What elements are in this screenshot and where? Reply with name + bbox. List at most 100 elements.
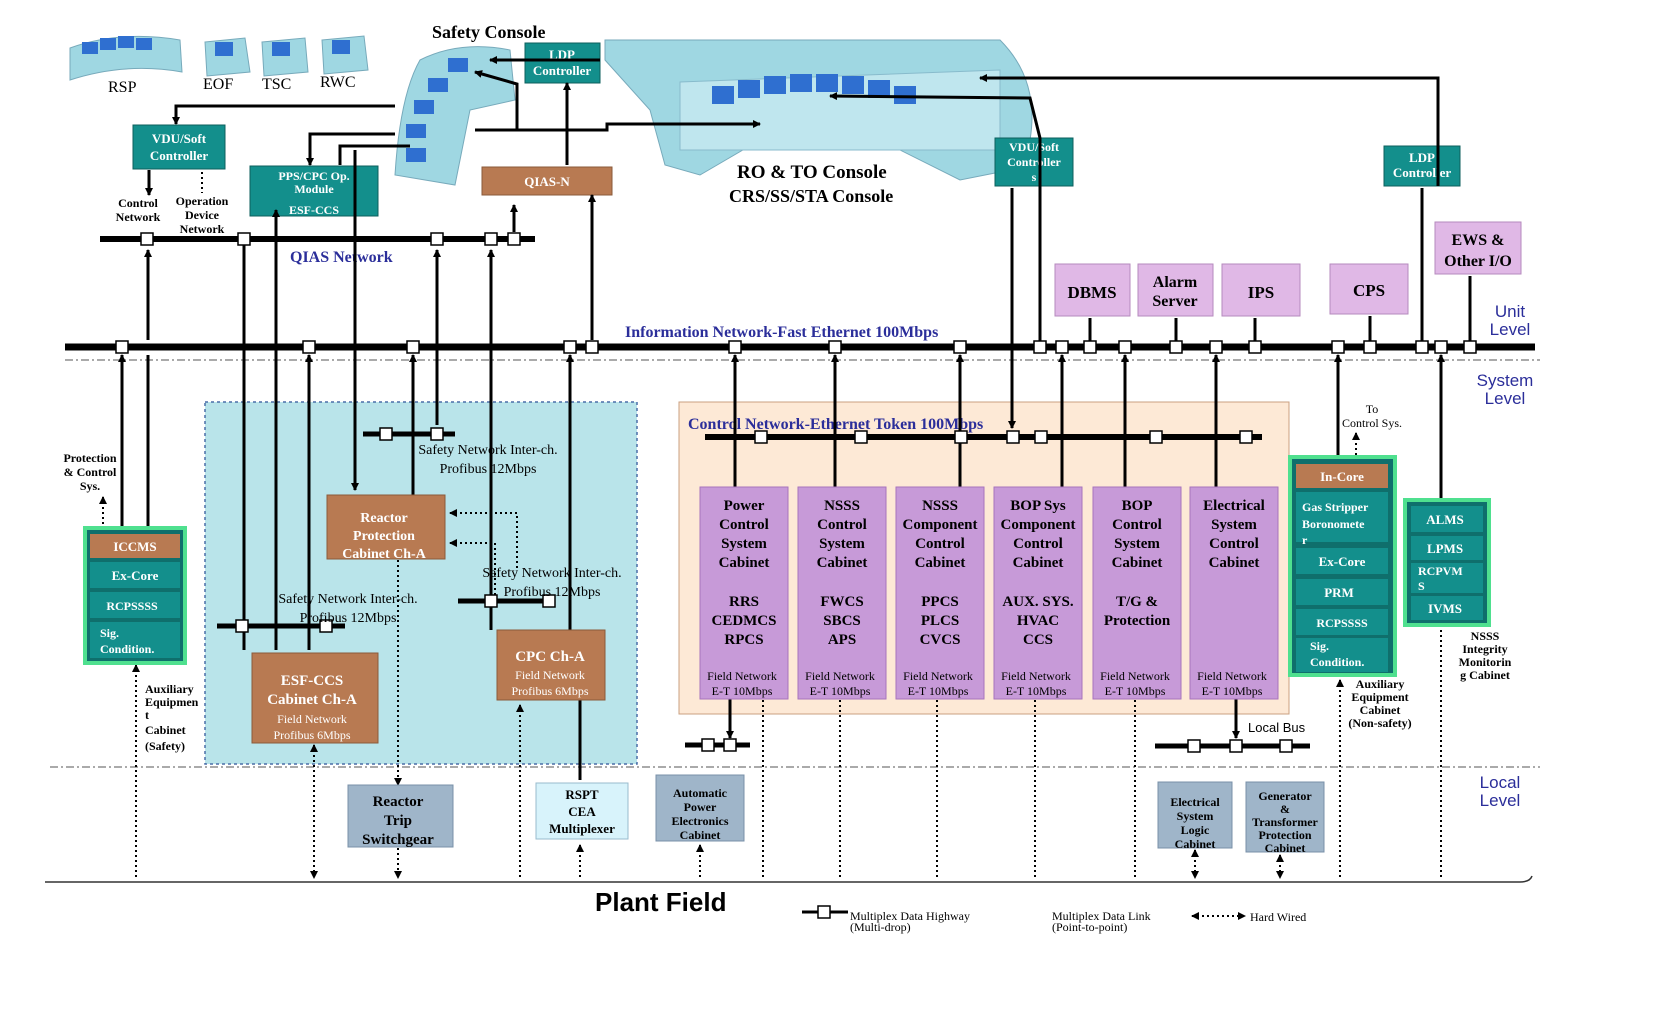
svg-text:Controller: Controller: [1393, 165, 1451, 180]
svg-text:Safety Network Inter-ch.: Safety Network Inter-ch.: [278, 592, 417, 607]
svg-text:Profibus 12Mbps: Profibus 12Mbps: [300, 611, 397, 626]
generator-transformer-protection-cabinet: Generator & Transformer Protection Cabin…: [1245, 781, 1325, 855]
control-cabinet-title: Control: [915, 536, 965, 552]
svg-text:Cabinet Ch-A: Cabinet Ch-A: [267, 692, 357, 708]
control-cabinet-title: System: [1211, 517, 1257, 533]
svg-text:To: To: [1366, 402, 1379, 416]
ldp-controller-right: LDP Controller: [1383, 145, 1461, 187]
safety-console: Safety Console: [394, 22, 546, 186]
svg-text:Controller: Controller: [150, 148, 208, 163]
svg-text:Profibus 12Mbps: Profibus 12Mbps: [440, 462, 537, 477]
eof-console: EOF: [203, 37, 251, 93]
svg-text:RCPSSSS: RCPSSSS: [1316, 616, 1368, 630]
svg-text:t: t: [145, 708, 149, 722]
svg-text:Trip: Trip: [384, 813, 412, 829]
svg-text:CPC Ch-A: CPC Ch-A: [515, 649, 585, 665]
safety-console-title: Safety Console: [432, 22, 546, 42]
alarm-server: Alarm Server: [1137, 263, 1214, 317]
control-cabinet-sub: AUX. SYS.: [1002, 594, 1074, 610]
svg-text:Cabinet: Cabinet: [145, 723, 186, 737]
control-cabinet-box: [1092, 486, 1182, 700]
right-gas-stripper-1: Gas Stripper: [1302, 500, 1369, 514]
svg-text:IVMS: IVMS: [1428, 601, 1462, 616]
svg-text:Profibus 12Mbps: Profibus 12Mbps: [504, 585, 601, 600]
svg-text:LPMS: LPMS: [1427, 541, 1463, 556]
svg-text:In-Core: In-Core: [1320, 469, 1364, 484]
svg-text:Ex-Core: Ex-Core: [112, 568, 159, 583]
dbms-server: DBMS: [1054, 263, 1131, 317]
local-level-label-2: Level: [1480, 791, 1521, 810]
svg-text:NSSS: NSSS: [1471, 629, 1500, 643]
pps-cpc-module: PPS/CPC Op. Module ESF-CCS: [249, 165, 379, 217]
control-network-label-2: Network: [116, 210, 161, 224]
control-cabinet-title: NSSS: [922, 498, 958, 514]
control-cabinet-title: Component: [902, 517, 977, 533]
field-network-label: E-T 10Mbps: [712, 684, 773, 698]
svg-text:Cabinet: Cabinet: [1265, 841, 1306, 855]
control-cabinet-title: Control: [1112, 517, 1162, 533]
svg-text:System: System: [1177, 809, 1214, 823]
plant-field-label: Plant Field: [595, 887, 726, 917]
svg-text:& Control: & Control: [64, 465, 117, 479]
svg-text:Reactor: Reactor: [373, 794, 424, 810]
svg-text:LDP: LDP: [1409, 150, 1435, 165]
plant-field-line: [45, 875, 1533, 883]
field-network-label: Field Network: [707, 669, 777, 683]
control-cabinet-title: Control: [1209, 536, 1259, 552]
control-cabinet-title: Cabinet: [1112, 555, 1163, 571]
left-sig-condition-2: Condition.: [100, 642, 154, 656]
electrical-system-logic-cabinet: Electrical System Logic Cabinet: [1157, 781, 1233, 851]
svg-text:Field Network: Field Network: [515, 668, 585, 682]
ldp-controller-top: LDP Controller: [524, 42, 601, 84]
reactor-trip-switchgear: Reactor Trip Switchgear: [347, 784, 454, 848]
unit-level-label-2: Level: [1490, 320, 1531, 339]
nims-rcpvms-1: RCPVM: [1418, 564, 1463, 578]
svg-text:IPS: IPS: [1248, 283, 1274, 302]
svg-text:Equipmen: Equipmen: [145, 695, 199, 709]
svg-text:Cabinet: Cabinet: [680, 828, 721, 842]
svg-text:Multiplexer: Multiplexer: [549, 821, 615, 836]
left-sig-condition-1: Sig.: [100, 626, 119, 640]
field-network-label: Field Network: [1100, 669, 1170, 683]
svg-text:CEA: CEA: [568, 804, 596, 819]
control-cabinet-sub: RPCS: [724, 632, 763, 648]
legend: Multiplex Data Highway (Multi-drop) Mult…: [802, 905, 1306, 934]
svg-text:Safety Network Inter-ch.: Safety Network Inter-ch.: [418, 443, 557, 458]
tsc-label: TSC: [262, 76, 291, 93]
ro-to-console: RO & TO Console CRS/SS/STA Console: [604, 39, 1033, 206]
svg-text:PRM: PRM: [1324, 585, 1354, 600]
control-cabinet-title: Cabinet: [1209, 555, 1260, 571]
svg-text:DBMS: DBMS: [1067, 283, 1116, 302]
svg-text:LDP: LDP: [549, 47, 575, 62]
control-cabinet-title: Cabinet: [719, 555, 770, 571]
control-cabinet-title: Cabinet: [817, 555, 868, 571]
rsp-console: RSP: [69, 35, 183, 96]
svg-text:Sys.: Sys.: [80, 479, 100, 493]
svg-text:Reactor: Reactor: [360, 511, 407, 526]
svg-text:Controller: Controller: [533, 63, 591, 78]
control-cabinet-sub: APS: [828, 632, 856, 648]
svg-text:Safety Network Inter-ch.: Safety Network Inter-ch.: [482, 566, 621, 581]
qias-n-box: QIAS-N: [481, 166, 613, 196]
svg-text:&: &: [1280, 802, 1290, 816]
svg-text:ESF-CCS: ESF-CCS: [281, 673, 344, 689]
control-cabinets: PowerControlSystemCabinetRRSCEDMCSRPCSFi…: [699, 486, 1279, 700]
system-level-label-2: Level: [1485, 389, 1526, 408]
reactor-protection-cabinet: Reactor Protection Cabinet Ch-A: [326, 494, 446, 562]
svg-text:RSPT: RSPT: [565, 787, 599, 802]
svg-text:(Non-safety): (Non-safety): [1348, 716, 1411, 730]
control-cabinet-title: Power: [724, 498, 765, 514]
field-network-label: Field Network: [805, 669, 875, 683]
nims-cabinet: ALMS LPMS RCPVM S IVMS: [1403, 498, 1491, 627]
control-cabinet-sub: RRS: [729, 594, 759, 610]
nims-rcpvms-2: S: [1418, 579, 1425, 593]
svg-text:Multiplex Data Highway: Multiplex Data Highway: [850, 909, 970, 923]
svg-text:Auxiliary: Auxiliary: [145, 682, 194, 696]
svg-text:Protection: Protection: [1258, 828, 1311, 842]
svg-text:Alarm: Alarm: [1153, 274, 1198, 291]
vdu-soft-controller-left: VDU/Soft Controller: [132, 124, 226, 170]
svg-text:Equipment: Equipment: [1351, 690, 1408, 704]
svg-text:Server: Server: [1152, 293, 1197, 310]
qias-network-label: QIAS Network: [290, 249, 393, 266]
hard-wired-links: [99, 172, 1442, 879]
